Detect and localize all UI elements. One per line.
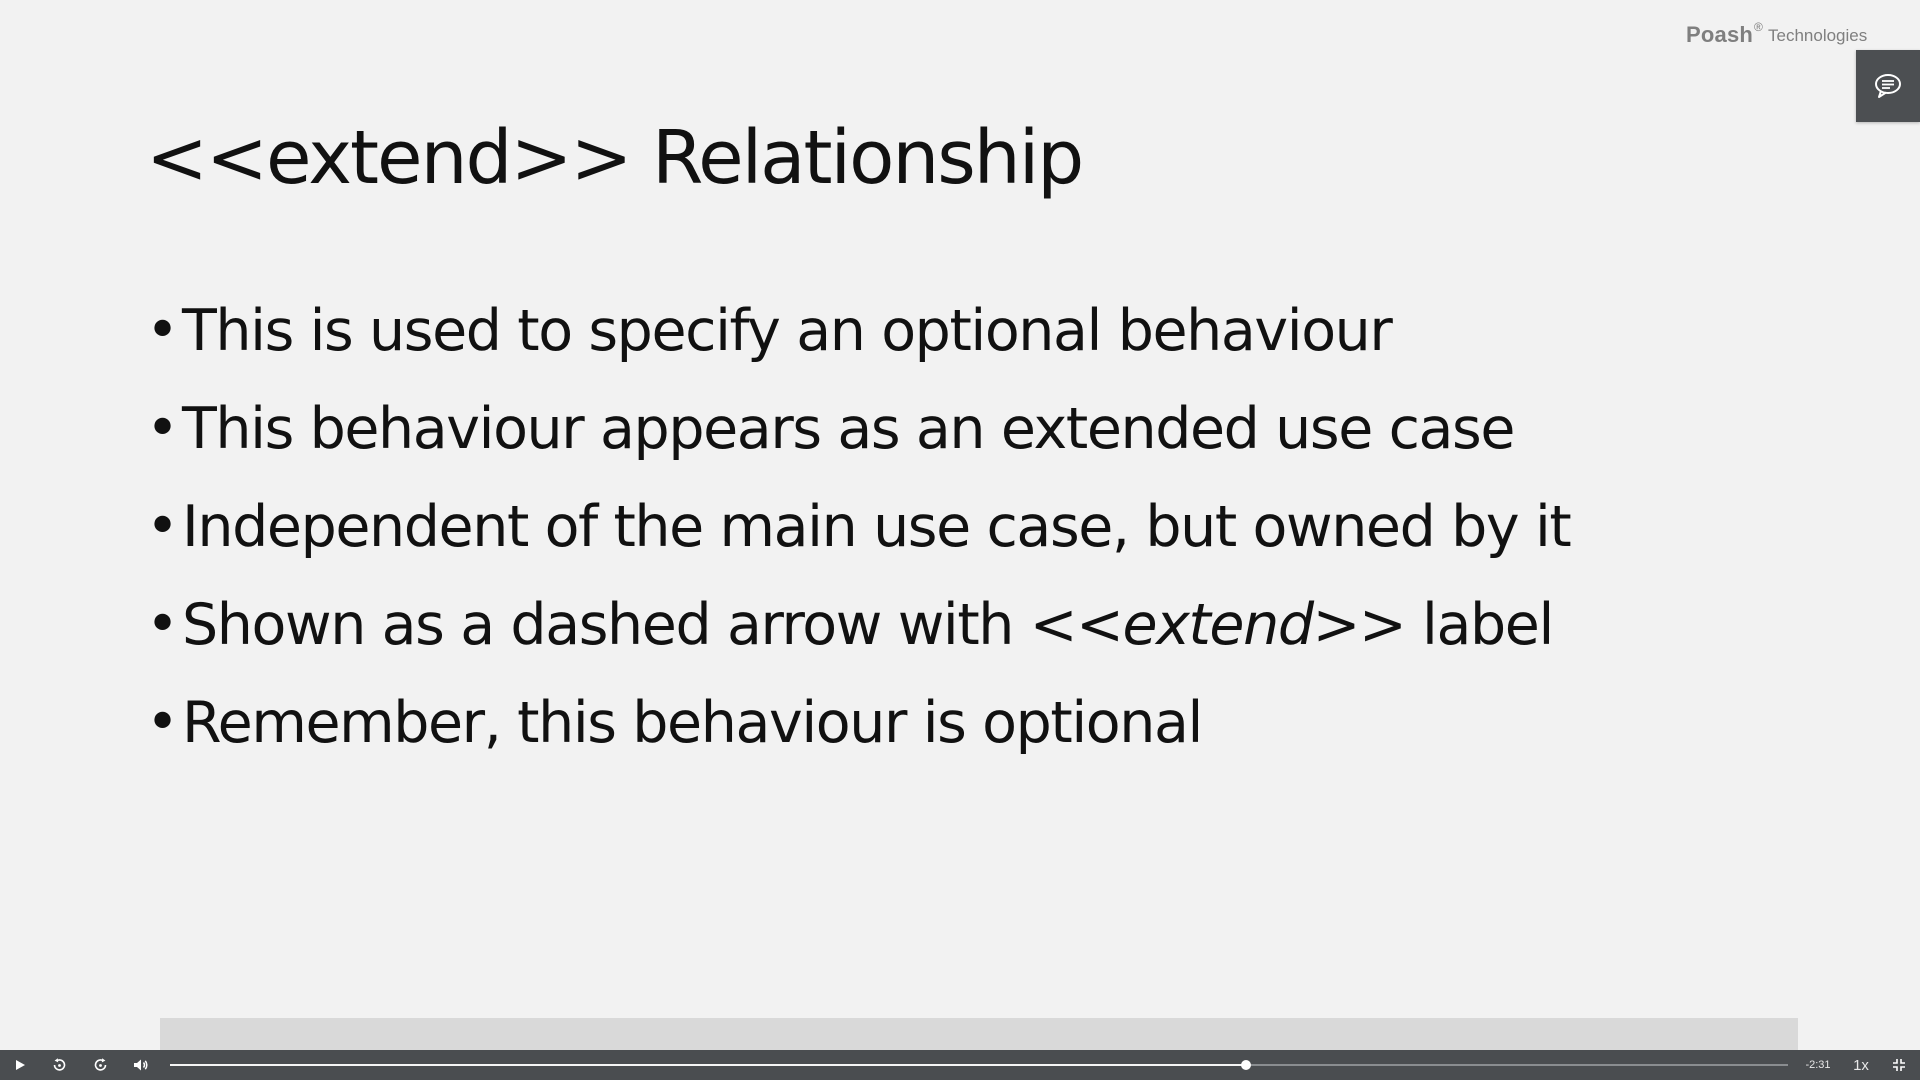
bullet-marker: • <box>146 494 180 559</box>
rewind-icon <box>53 1058 66 1071</box>
bullet-text-before: Shown as a dashed arrow with <box>182 592 1030 658</box>
bullet-text: Independent of the main use case, but ow… <box>182 494 1572 560</box>
brand-registered-mark: ® <box>1754 20 1763 34</box>
forward-button[interactable] <box>86 1050 116 1080</box>
fullscreen-button[interactable] <box>1884 1050 1914 1080</box>
bullet-marker: • <box>146 396 180 461</box>
bullet-text: Remember, this behaviour is optional <box>182 690 1203 756</box>
play-button[interactable] <box>6 1050 34 1080</box>
bullet-text-after: label <box>1405 592 1554 658</box>
bullet-text: This is used to specify an optional beha… <box>182 298 1393 364</box>
bullet-marker: • <box>146 592 180 657</box>
bullet-text: Shown as a dashed arrow with <<extend>> … <box>182 576 1554 674</box>
seek-bar[interactable] <box>170 1060 1788 1070</box>
bullet-marker: • <box>146 298 180 363</box>
brand-logo: Poash ® Technologies <box>1684 20 1904 52</box>
bullet-marker: • <box>146 690 180 755</box>
caption-band <box>160 1018 1798 1050</box>
volume-icon <box>134 1059 148 1071</box>
volume-button[interactable] <box>126 1050 156 1080</box>
bullet-text-emphasis: <<extend>> <box>1029 592 1407 658</box>
exit-fullscreen-icon <box>1893 1059 1905 1071</box>
seek-handle[interactable] <box>1240 1060 1251 1070</box>
forward-icon <box>94 1058 107 1071</box>
brand-suffix: Technologies <box>1768 26 1868 45</box>
brand-name: Poash <box>1686 22 1754 47</box>
rewind-button[interactable] <box>44 1050 74 1080</box>
time-remaining: -2:31 <box>1805 1059 1831 1071</box>
chat-toggle-button[interactable] <box>1856 50 1920 122</box>
play-icon <box>16 1060 25 1070</box>
seek-progress <box>170 1064 1246 1066</box>
bullet-text: This behaviour appears as an extended us… <box>182 396 1515 462</box>
slide-title: <<extend>> Relationship <box>146 115 1084 201</box>
player-control-bar: -2:31 1x <box>0 1050 1920 1080</box>
playback-speed-button[interactable]: 1x <box>1853 1056 1869 1074</box>
chat-icon <box>1875 74 1901 98</box>
